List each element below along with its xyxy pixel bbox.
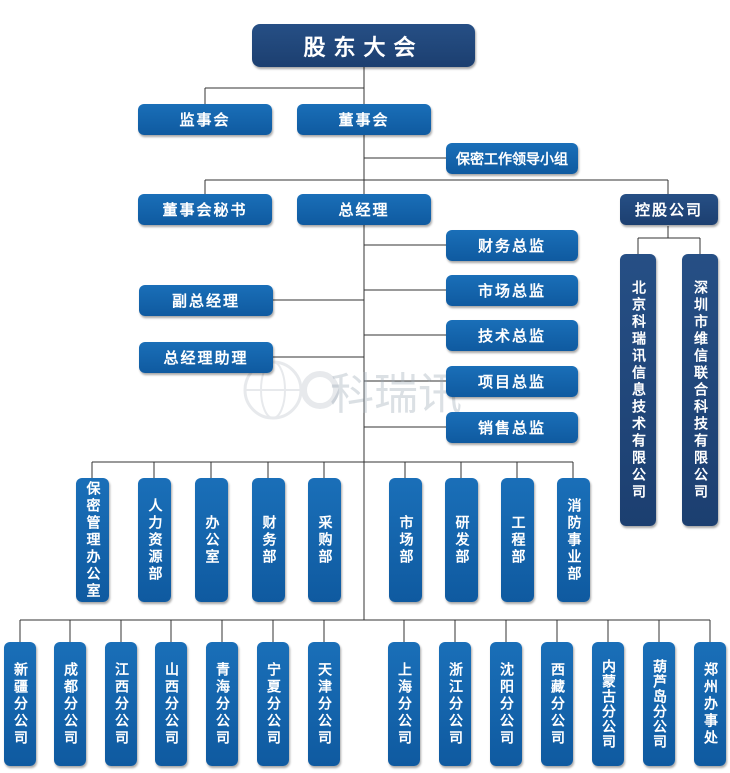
- department-office-box: 办公室: [195, 478, 228, 602]
- shareholders-meeting-box: 股东大会: [252, 24, 475, 67]
- director-market-box: 市场总监: [446, 275, 578, 306]
- branch-qinghai-box: 青海分公司: [206, 642, 238, 766]
- office-zhengzhou-box: 郑州办事处: [694, 642, 726, 766]
- branch-shanghai-box: 上海分公司: [388, 642, 420, 766]
- director-technology-box: 技术总监: [446, 320, 578, 351]
- supervisory-board-box: 监事会: [138, 104, 272, 135]
- branch-shenyang-box: 沈阳分公司: [490, 642, 522, 766]
- director-sales-box: 销售总监: [446, 412, 578, 443]
- department-fire-business-box: 消防事业部: [557, 478, 590, 602]
- branch-tibet-box: 西藏分公司: [541, 642, 573, 766]
- director-finance-box: 财务总监: [446, 230, 578, 261]
- subsidiary-shenzhen-box: 深圳市维信联合科技有限公司: [682, 254, 718, 526]
- watermark-logo-icon: [243, 360, 339, 420]
- deputy-general-manager-box: 副总经理: [139, 285, 273, 316]
- branch-xinjiang-box: 新疆分公司: [4, 642, 36, 766]
- department-hr-box: 人力资源部: [138, 478, 171, 602]
- department-rnd-box: 研发部: [445, 478, 478, 602]
- board-of-directors-box: 董事会: [297, 104, 431, 135]
- department-purchasing-box: 采购部: [308, 478, 341, 602]
- board-secretary-box: 董事会秘书: [138, 194, 272, 225]
- branch-tianjin-box: 天津分公司: [308, 642, 340, 766]
- department-engineering-box: 工程部: [501, 478, 534, 602]
- subsidiary-beijing-box: 北京科瑞讯信息技术有限公司: [620, 254, 656, 526]
- department-market-box: 市场部: [389, 478, 422, 602]
- branch-chengdu-box: 成都分公司: [54, 642, 86, 766]
- branch-zhejiang-box: 浙江分公司: [439, 642, 471, 766]
- holding-company-box: 控股公司: [620, 194, 718, 225]
- director-project-box: 项目总监: [446, 366, 578, 397]
- branch-inner-mongolia-box: 内蒙古分公司: [592, 642, 624, 766]
- confidential-leadership-group-box: 保密工作领导小组: [446, 143, 578, 174]
- general-manager-box: 总经理: [297, 194, 431, 225]
- general-manager-assistant-box: 总经理助理: [139, 342, 273, 373]
- department-confidential-office-box: 保密管理办公室: [76, 478, 109, 602]
- branch-jiangxi-box: 江西分公司: [105, 642, 137, 766]
- department-finance-box: 财务部: [252, 478, 285, 602]
- branch-ningxia-box: 宁夏分公司: [257, 642, 289, 766]
- watermark-text: 科瑞讯: [330, 369, 462, 420]
- branch-shanxi-box: 山西分公司: [155, 642, 187, 766]
- branch-huludao-box: 葫芦岛分公司: [643, 642, 675, 766]
